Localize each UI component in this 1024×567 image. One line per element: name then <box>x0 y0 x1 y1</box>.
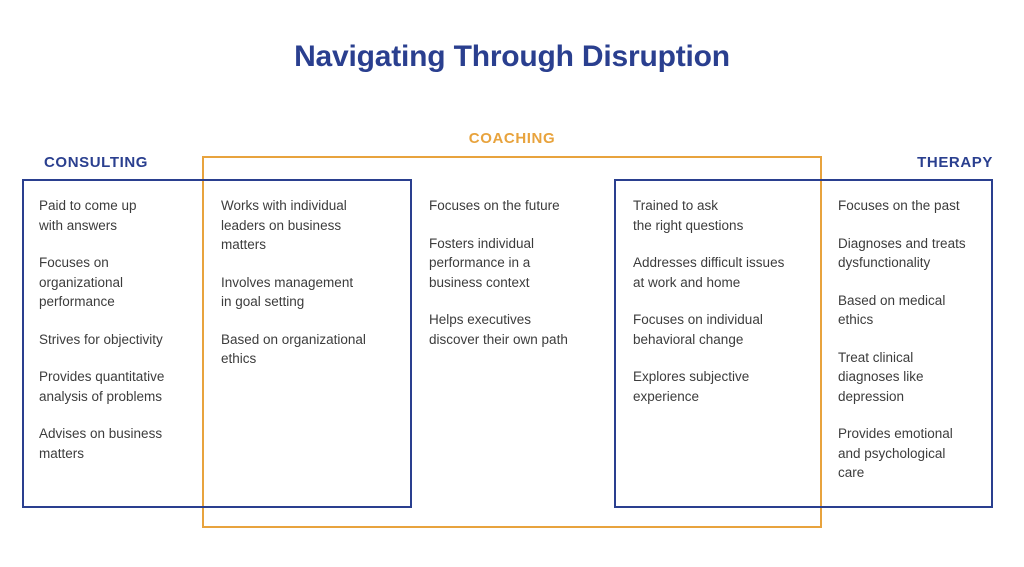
column-entry: Focuses on the future <box>429 198 560 213</box>
column-entry: Focuses on the past <box>838 198 960 213</box>
group-box-therapy <box>614 179 993 508</box>
group-box-consulting <box>22 179 412 508</box>
column-entry: Strives for objectivity <box>39 331 163 347</box>
page-title: Navigating Through Disruption <box>294 40 730 73</box>
group-heading-consulting: CONSULTING <box>44 154 149 171</box>
group-box-coaching <box>202 156 822 528</box>
group-heading-coaching: COACHING <box>468 130 556 147</box>
group-heading-therapy: THERAPY <box>917 154 993 171</box>
